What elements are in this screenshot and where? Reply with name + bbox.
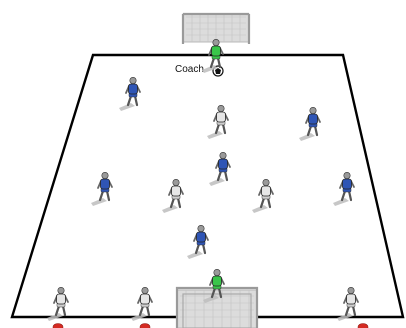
cone-1 [53,324,63,328]
coach-label: Coach [175,64,204,75]
bottom-goal [177,288,257,328]
cone-2 [140,324,150,328]
cone-3 [358,324,368,328]
